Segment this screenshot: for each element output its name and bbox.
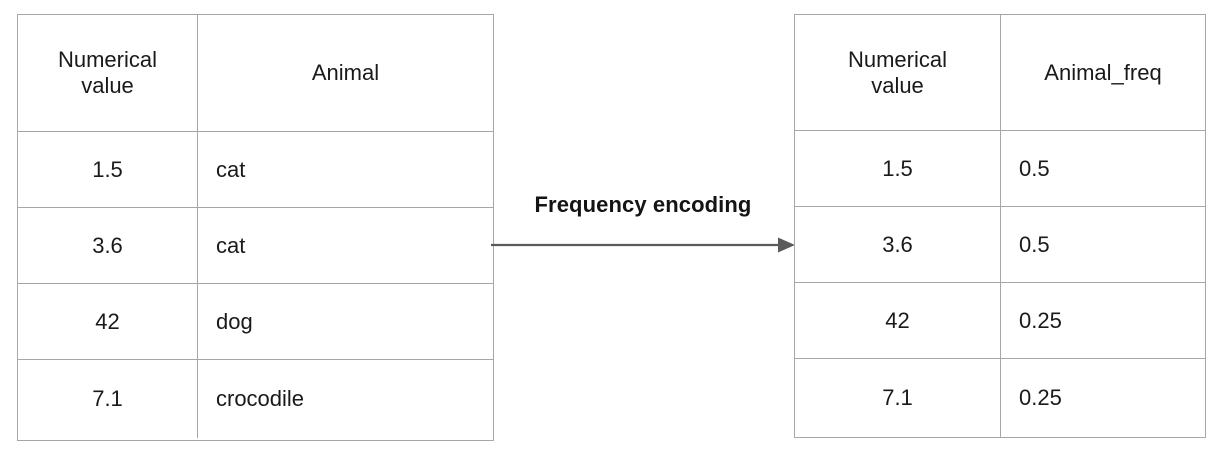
cell-animal: cat [216,156,246,182]
cell-animal: dog [216,308,253,334]
cell-numerical-value: 1.5 [18,132,198,207]
column-header-numerical-value: Numerical value [18,15,198,131]
table-header-row: Numerical value Animal_freq [795,15,1205,131]
cell-numerical-value: 7.1 [18,360,198,438]
table-header-row: Numerical value Animal [18,15,493,132]
table-row: 42 dog [18,284,493,360]
cell-numerical-value: 42 [18,284,198,359]
cell-animal-freq: 0.25 [1019,385,1062,410]
cell-numerical-value: 42 [795,283,1001,358]
result-table: Numerical value Animal_freq 1.5 0.5 3.6 … [794,14,1206,438]
transform-annotation: Frequency encoding [490,190,796,260]
transform-label: Frequency encoding [534,192,752,217]
column-header-animal: Animal [311,60,380,85]
table-row: 42 0.25 [795,283,1205,359]
cell-animal-freq: 0.5 [1019,155,1050,181]
cell-animal: crocodile [216,386,305,411]
table-row: 7.1 0.25 [795,359,1205,437]
column-header-numerical-value: Numerical value [795,15,1001,130]
cell-numerical-value: 1.5 [795,131,1001,206]
cell-animal: cat [216,232,246,258]
source-table: Numerical value Animal 1.5 cat 3.6 cat 4… [17,14,494,441]
cell-animal-freq: 0.5 [1019,231,1050,257]
table-row: 7.1 crocodile [18,360,493,438]
table-row: 1.5 0.5 [795,131,1205,207]
cell-numerical-value: 7.1 [795,359,1001,437]
cell-animal-freq: 0.25 [1019,307,1062,333]
table-row: 3.6 cat [18,208,493,284]
column-header-animal-freq: Animal_freq [1044,59,1162,85]
table-row: 1.5 cat [18,132,493,208]
cell-numerical-value: 3.6 [795,207,1001,282]
cell-numerical-value: 3.6 [18,208,198,283]
table-row: 3.6 0.5 [795,207,1205,283]
arrow-right-icon [491,237,795,253]
